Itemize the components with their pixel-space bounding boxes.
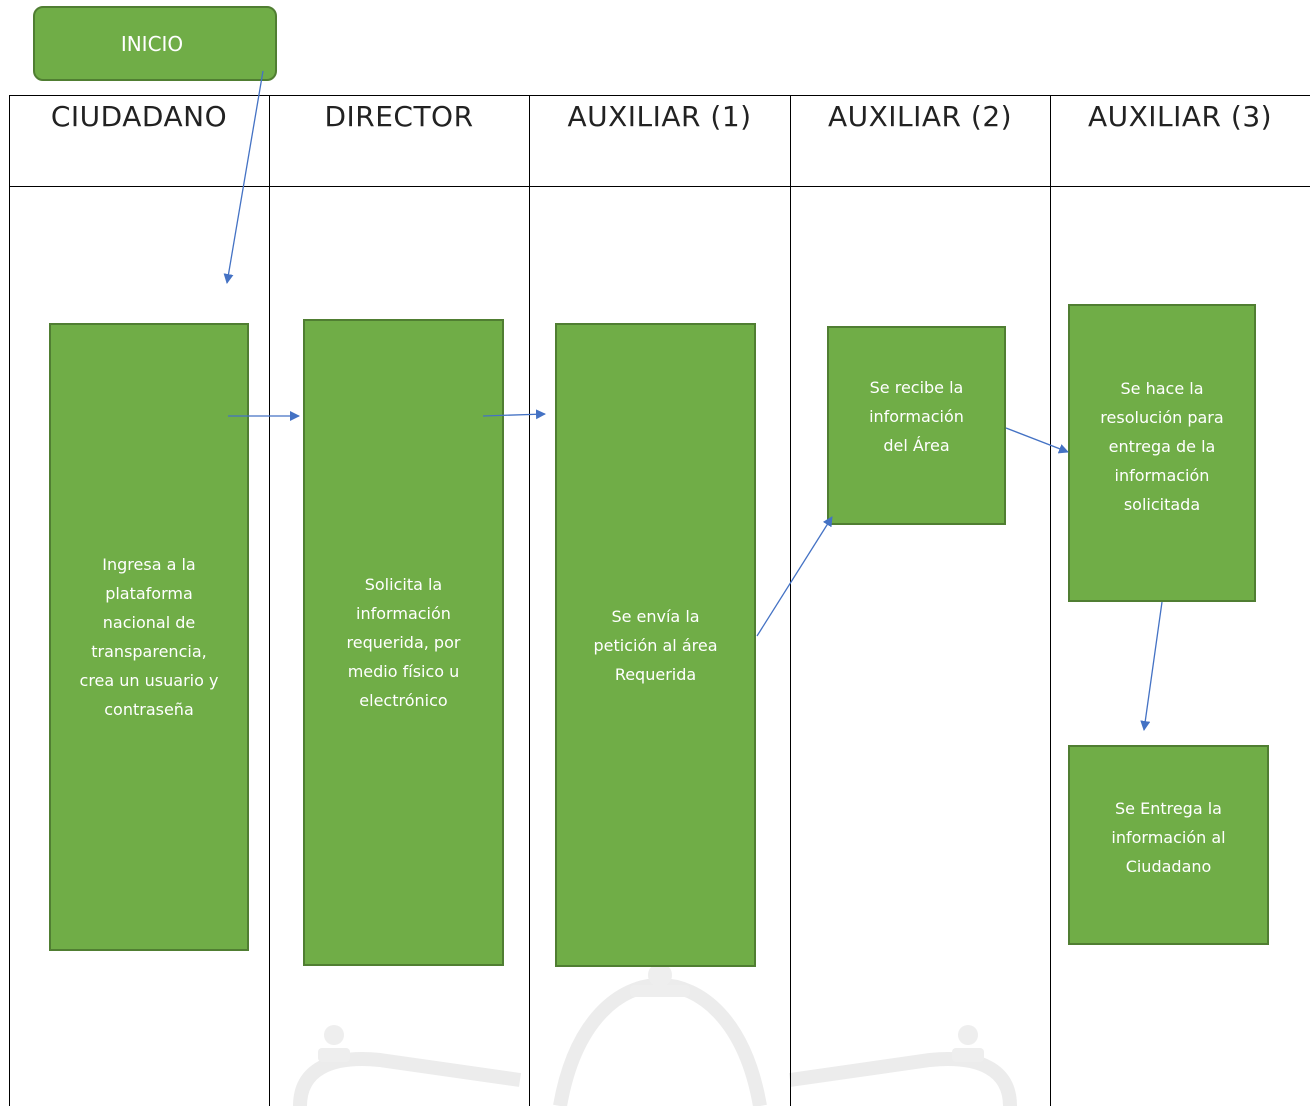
lane-divider — [529, 95, 530, 1106]
lane-header-ciudadano: CIUDADANO — [50, 100, 228, 133]
lane-divider — [790, 95, 791, 1106]
step-box-recibe: Se recibe la información del Área — [827, 326, 1006, 525]
swimlane-table — [9, 95, 1310, 1106]
lane-header-director: DIRECTOR — [324, 100, 474, 133]
lane-divider — [1050, 95, 1051, 1106]
lane-header-auxiliar-2: AUXILIAR (2) — [827, 100, 1013, 133]
step-box-envia: Se envía la petición al área Requerida — [555, 323, 756, 967]
step-box-resolucion: Se hace la resolución para entrega de la… — [1068, 304, 1256, 602]
step-box-solicita: Solicita la información requerida, por m… — [303, 319, 504, 966]
step-box-entrega: Se Entrega la información al Ciudadano — [1068, 745, 1269, 945]
lane-divider — [269, 95, 270, 1106]
lane-header-auxiliar-1: AUXILIAR (1) — [567, 100, 752, 133]
step-box-ingresa: Ingresa a la plataforma nacional de tran… — [49, 323, 249, 951]
lane-header-auxiliar-3: AUXILIAR (3) — [1087, 100, 1273, 133]
start-node: INICIO — [33, 6, 277, 81]
header-divider — [9, 186, 1310, 187]
